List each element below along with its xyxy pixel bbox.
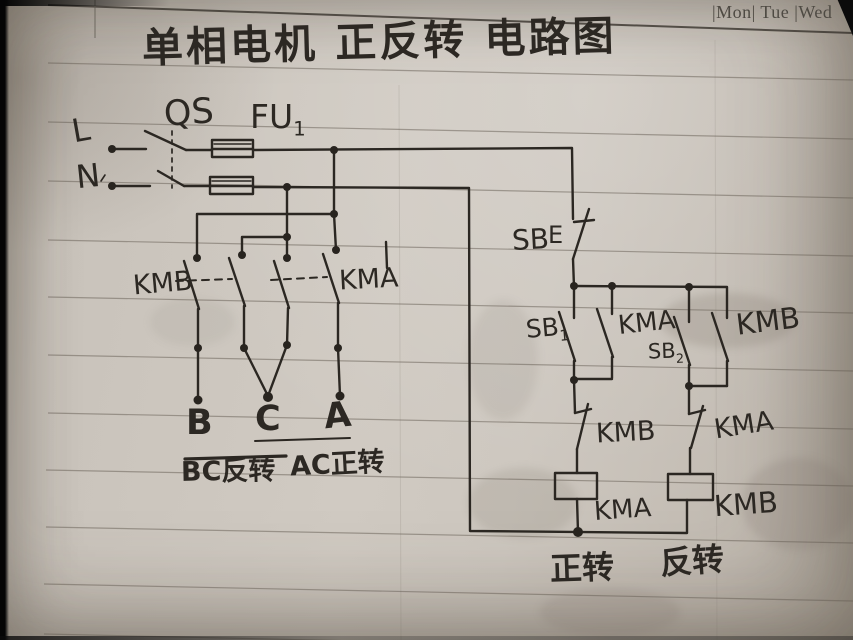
- reverse-caption: BC反转: [180, 455, 276, 488]
- weekday-header: |Mon| Tue |Wed: [712, 2, 833, 22]
- interlock-contact-forward-branch: [572, 378, 593, 475]
- seal-reverse-contact: [687, 311, 730, 388]
- power-contact-feeders: [195, 148, 338, 260]
- underline-marks: [183, 437, 351, 461]
- coil-kma-symbol: [553, 471, 599, 534]
- seal-forward-label: KMA: [616, 305, 677, 341]
- terminal-connections: [196, 343, 342, 402]
- junction-dots: [108, 145, 693, 537]
- page-title: 单相电机 正反转 电路图: [141, 11, 618, 73]
- ink-bleed-smudge: [468, 300, 538, 420]
- ink-bleed-smudge: [742, 458, 853, 550]
- photo-edge-top: [0, 0, 170, 6]
- interlock-forward-branch-label: KMB: [595, 415, 657, 450]
- forward-caption: AC正转: [289, 446, 386, 483]
- contact-link-dashes: [175, 276, 328, 282]
- terminal-c-label: C: [255, 399, 281, 439]
- photo-edge-bottom: [0, 636, 853, 640]
- kma-power-contacts: [272, 252, 341, 350]
- stop-button-mark: E: [548, 221, 564, 249]
- fuse-label: FU1: [250, 97, 306, 141]
- live-line-wiring: [110, 146, 575, 221]
- neutral-line-label: N: [74, 155, 102, 197]
- reverse-contactor-label: KMB: [131, 265, 194, 302]
- forward-branch-caption: 正转: [549, 547, 615, 589]
- start-reverse-button: [672, 285, 692, 388]
- ruled-lines: [43, 0, 853, 640]
- start-forward-label: SB1: [524, 312, 570, 345]
- ink-bleed-smudge: [150, 298, 235, 346]
- terminal-a-label: A: [321, 394, 354, 438]
- coil-reverse-label: KMB: [712, 484, 780, 524]
- neutral-line-wiring: [100, 174, 689, 535]
- seal-reverse-label: KMB: [734, 300, 802, 342]
- forward-contactor-label: KMA: [338, 262, 400, 297]
- disconnect-switch-label: QS: [162, 91, 216, 135]
- terminal-b-label: B: [186, 403, 213, 443]
- qs-knife-switch: [143, 129, 188, 189]
- fuse-2-symbol: [208, 175, 255, 196]
- reverse-branch-caption: 反转: [658, 539, 726, 583]
- start-reverse-label: SB2: [647, 338, 685, 366]
- fuse-1-symbol: [210, 138, 255, 159]
- control-top-rail: [572, 284, 729, 320]
- stray-tick-mark: [384, 240, 389, 270]
- kmb-power-contacts: [182, 256, 247, 350]
- seal-forward-contact: [572, 284, 615, 381]
- photo-edge-left: [0, 0, 9, 640]
- coil-kmb-symbol: [666, 472, 715, 502]
- stop-button-label: SB: [511, 222, 550, 257]
- interlock-contact-reverse-branch: [687, 384, 707, 476]
- coil-forward-label: KMA: [593, 493, 653, 527]
- stop-button-symbol: [571, 207, 596, 289]
